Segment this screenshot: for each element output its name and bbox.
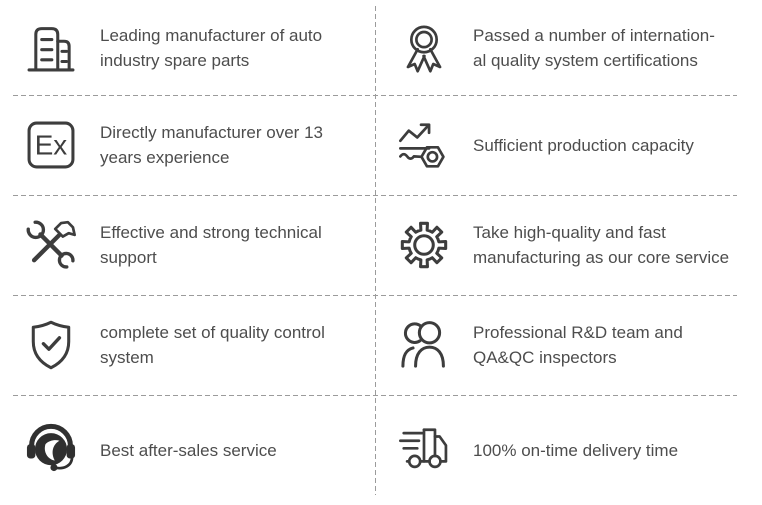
headset-support-icon — [24, 423, 78, 477]
feature-text: Directly manufacturer over 13 years expe… — [100, 123, 323, 167]
capacity-chart-icon — [397, 118, 451, 172]
factory-buildings-icon — [24, 21, 78, 75]
feature-text: Effective and strong technical support — [100, 223, 322, 267]
wrench-hammer-icon — [24, 218, 78, 272]
feature-cell-certifications: Passed a number of internation- al quali… — [375, 0, 762, 95]
feature-text: 100% on-time delivery time — [473, 440, 679, 460]
feature-cell-core-service: Take high-quality and fast manufacturing… — [375, 195, 762, 295]
feature-cell-after-sales: Best after-sales service — [0, 395, 375, 505]
feature-text: Take high-quality and fast manufacturing… — [473, 223, 730, 267]
shield-check-icon — [24, 318, 78, 372]
feature-cell-rd-team: Professional R&D team and QA&QC inspecto… — [375, 295, 762, 395]
award-medal-icon — [397, 21, 451, 75]
feature-text: Leading manufacturer of auto industry sp… — [100, 25, 323, 70]
feature-text: complete set of quality control system — [100, 323, 325, 367]
feature-cell-technical-support: Effective and strong technical support — [0, 195, 375, 295]
feature-text: Sufficient production capacity — [473, 135, 694, 155]
feature-cell-quality-control: complete set of quality control system — [0, 295, 375, 395]
feature-cell-leading-manufacturer: Leading manufacturer of auto industry sp… — [0, 0, 375, 95]
feature-text: Passed a number of internation- al quali… — [473, 25, 715, 70]
team-people-icon — [397, 318, 451, 372]
feature-text: Best after-sales service — [100, 440, 277, 460]
delivery-truck-icon — [397, 423, 451, 477]
experience-badge-icon: Ex — [24, 118, 78, 172]
feature-cell-delivery: 100% on-time delivery time — [375, 395, 762, 505]
feature-cell-production-capacity: Sufficient production capacity — [375, 95, 762, 195]
experience-badge-label: Ex — [35, 130, 68, 161]
vertical-divider — [375, 6, 376, 495]
feature-text: Professional R&D team and QA&QC inspecto… — [473, 323, 683, 367]
gear-icon — [397, 218, 451, 272]
feature-cell-experience: Ex Directly manufacturer over 13 years e… — [0, 95, 375, 195]
